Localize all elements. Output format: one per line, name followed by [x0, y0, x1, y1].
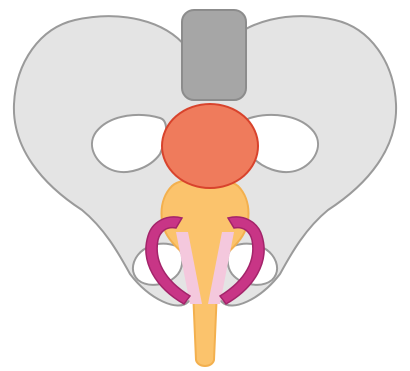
spine-segment: [182, 10, 246, 100]
bladder: [162, 104, 258, 188]
